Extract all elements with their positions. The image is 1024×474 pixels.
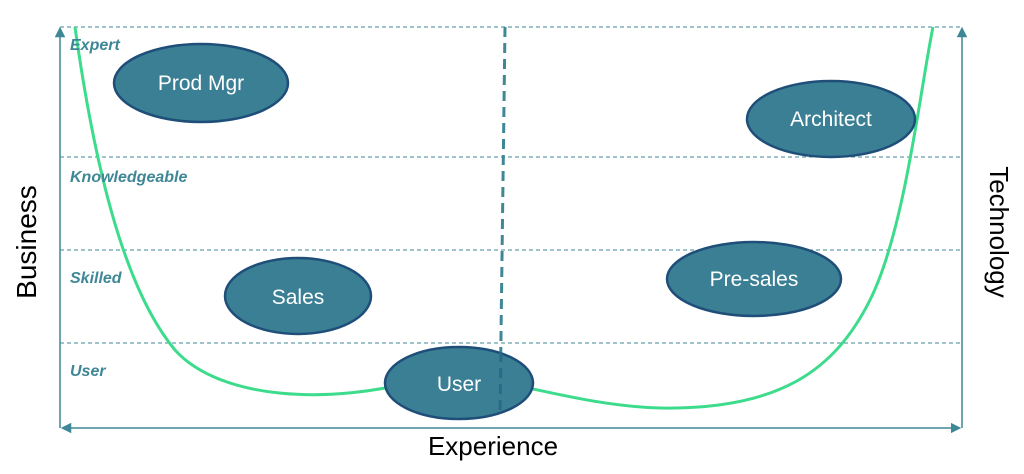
right-axis-label: Technology <box>984 166 1014 298</box>
level-label-expert: Expert <box>70 37 120 54</box>
role-label-prod-mgr: Prod Mgr <box>158 72 244 95</box>
bottom-axis-label: Experience <box>428 431 558 461</box>
level-label-knowledgeable: Knowledgeable <box>70 169 187 186</box>
role-bubble-architect: Architect <box>745 79 917 159</box>
role-bubble-prod-mgr: Prod Mgr <box>112 42 290 124</box>
left-axis-label: Business <box>11 185 42 299</box>
center-divider <box>498 26 507 413</box>
level-label-user: User <box>70 363 106 380</box>
role-bubble-sales: Sales <box>223 256 373 336</box>
role-label-user: User <box>437 373 481 396</box>
role-bubble-user: User <box>383 345 535 421</box>
role-bubble-pre-sales: Pre-sales <box>665 240 843 318</box>
role-label-architect: Architect <box>790 108 872 131</box>
level-label-skilled: Skilled <box>70 270 123 287</box>
center-divider-overlay <box>498 351 503 413</box>
role-label-pre-sales: Pre-sales <box>710 268 799 291</box>
role-label-sales: Sales <box>272 286 325 309</box>
